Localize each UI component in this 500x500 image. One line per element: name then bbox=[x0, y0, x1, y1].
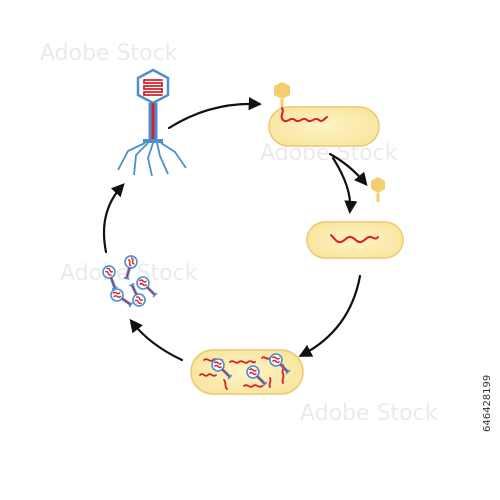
detached-capsid bbox=[371, 177, 385, 202]
free-phage bbox=[117, 68, 187, 177]
arrow-release-to-phage bbox=[102, 183, 125, 254]
arrow-cell-to-replication bbox=[331, 156, 358, 214]
replication-cell bbox=[306, 221, 404, 259]
svg-text:Adobe Stock: Adobe Stock bbox=[300, 401, 438, 426]
arrow-assembly-to-release bbox=[129, 318, 184, 362]
arrow-cell-to-capsid bbox=[328, 152, 368, 187]
arrow-replication-to-assembly bbox=[298, 274, 362, 357]
arrow-phage-to-cell bbox=[167, 97, 262, 130]
svg-text:Adobe Stock: Adobe Stock bbox=[40, 41, 178, 66]
assembly-cell bbox=[190, 349, 304, 395]
attachment-cell bbox=[268, 82, 380, 147]
watermark: Adobe Stock Adobe Stock Adobe Stock Adob… bbox=[40, 41, 438, 426]
